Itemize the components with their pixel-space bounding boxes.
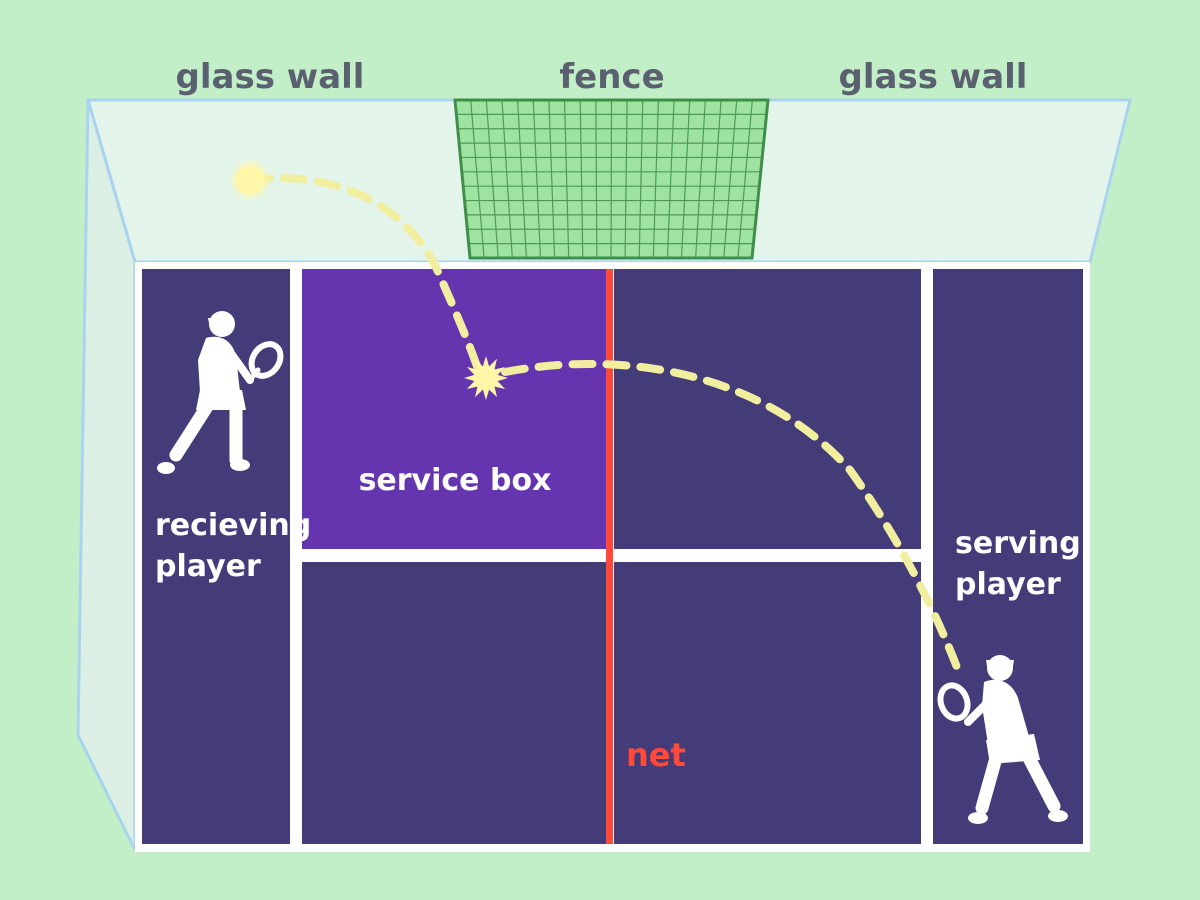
- fence-grid-line: [638, 99, 644, 259]
- service-box: [302, 269, 610, 549]
- receiving-player-label-line2: player: [155, 549, 261, 584]
- receiving-player-label-line1: recieving: [155, 508, 311, 543]
- fence-grid-line: [532, 99, 542, 259]
- fence-grid-line: [610, 99, 613, 259]
- court-lower-right: [614, 562, 921, 844]
- fence-grid-line: [595, 99, 598, 259]
- fence-grid-line: [579, 99, 584, 259]
- glass-wall-left-label: glass wall: [176, 57, 365, 97]
- fence-grid-line: [695, 99, 706, 259]
- fence-grid-line: [563, 99, 570, 259]
- fence-grid-line: [680, 99, 691, 259]
- fence-label: fence: [559, 57, 664, 97]
- fence-grid-line: [470, 99, 485, 259]
- net-label: net: [626, 736, 686, 774]
- ball-path-serve: [501, 359, 962, 674]
- fence-grid-line: [485, 99, 499, 259]
- fence-grid-line: [652, 99, 660, 259]
- ball-on-glass: [235, 165, 265, 195]
- fence-grid-line: [709, 99, 722, 259]
- serving-player-label-line1: serving: [955, 526, 1081, 561]
- fence-grid-line: [501, 99, 513, 259]
- ball-bounce-icon: [464, 356, 508, 400]
- ball-glow: [230, 160, 270, 200]
- fence-grid-line: [548, 99, 556, 259]
- fence-grid-line: [624, 99, 628, 259]
- fence-grid-line: [517, 99, 527, 259]
- net-line: [606, 269, 613, 844]
- fence-mesh: [453, 98, 770, 260]
- court-lower-left: [302, 562, 610, 844]
- serving-player-label-line2: player: [955, 567, 1061, 602]
- service-box-label: service box: [359, 463, 552, 498]
- glass-wall-right-label: glass wall: [839, 57, 1028, 97]
- fence-grid-line: [737, 99, 753, 259]
- serving-player-icon: [937, 655, 1068, 824]
- receiving-player-icon: [157, 311, 284, 474]
- fence-grid-line: [723, 99, 738, 259]
- fence-grid-line: [666, 99, 675, 259]
